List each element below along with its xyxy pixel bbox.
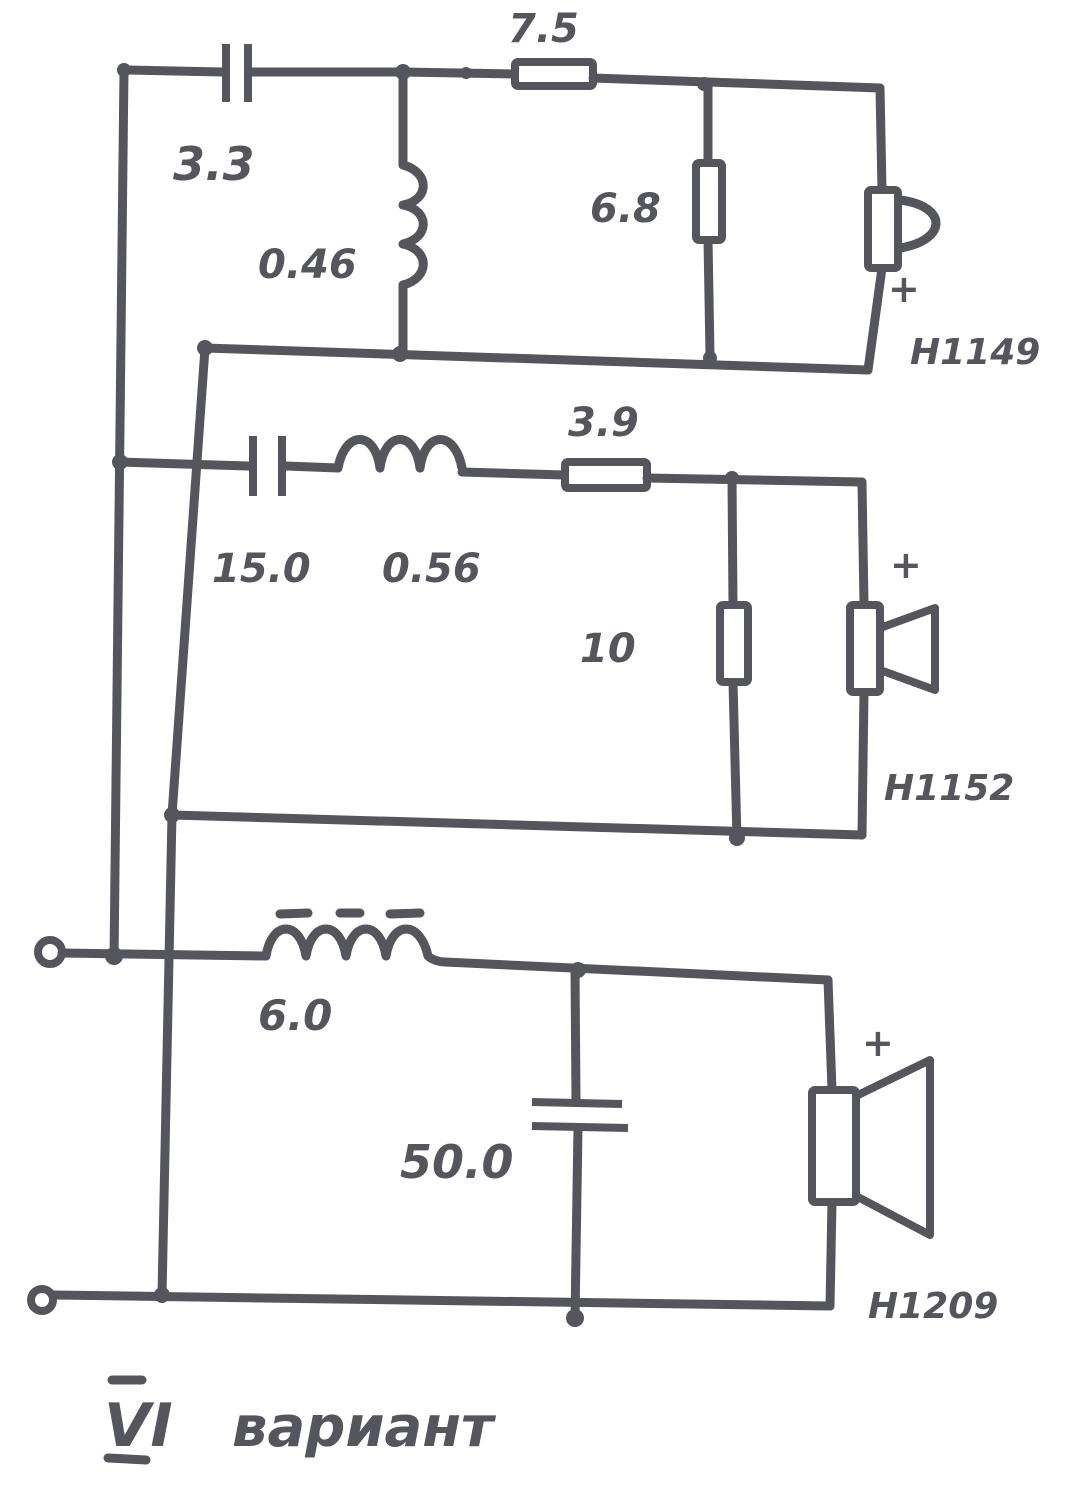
label-l-bottom: 6.0 xyxy=(258,991,332,1040)
node-mid-return xyxy=(164,807,180,823)
label-c-top: 3.3 xyxy=(173,137,255,191)
mid-coil-to-resistor-wire xyxy=(457,467,570,480)
inductor-6-0-coil xyxy=(261,924,450,967)
label-c-bottom: 50.0 xyxy=(400,1135,514,1189)
woofer-speaker-coil xyxy=(808,1086,860,1206)
tweeter-speaker-dome xyxy=(895,195,941,253)
label-l-mid: 0.56 xyxy=(382,546,481,592)
tweeter-top-wire xyxy=(588,73,885,93)
node-tweeter-return-right xyxy=(703,351,717,365)
node-woofer-return-right xyxy=(566,1309,584,1327)
woofer-top-wire xyxy=(440,957,833,985)
resistor-10-leads xyxy=(727,473,742,845)
woofer-speaker-cone xyxy=(852,1056,934,1239)
resistor-6-8-leads xyxy=(703,79,715,360)
label-c-mid: 15.0 xyxy=(212,546,311,592)
tweeter-polarity: + xyxy=(888,267,920,311)
inductor-0-56-coil xyxy=(333,435,467,473)
label-r-top-shunt: 6.8 xyxy=(590,186,661,232)
resistor-6-8 xyxy=(692,159,726,244)
return-bus-lower-wire xyxy=(157,810,177,1300)
node-tweeter-return-mid xyxy=(392,346,408,362)
input-terminal-negative[interactable] xyxy=(27,1285,57,1315)
tweeter-input-wire xyxy=(119,65,227,77)
woofer-return-wire xyxy=(49,1290,835,1311)
resistor-3-9 xyxy=(561,458,651,492)
tweeter-model: H1149 xyxy=(910,332,1040,373)
capacitor-50-0-leads xyxy=(570,965,583,1323)
caption-underline xyxy=(103,1453,151,1465)
label-r-top-series: 7.5 xyxy=(508,6,579,52)
capacitor-50-0-plate-top xyxy=(531,1098,623,1108)
caption-variant-number: VI xyxy=(104,1391,173,1461)
mid-return-wire xyxy=(167,810,867,840)
resistor-10 xyxy=(716,601,752,686)
midrange-model: H1152 xyxy=(884,768,1014,809)
label-l-top-shunt: 0.46 xyxy=(258,242,357,288)
tweeter-series-wire xyxy=(398,67,520,79)
node-mid-shunt xyxy=(725,471,739,485)
woofer-model: H1209 xyxy=(868,1286,998,1327)
tweeter-speaker-coil xyxy=(864,186,902,272)
inductor-6-0-core-dashes xyxy=(275,908,425,919)
return-bus-upper-wire xyxy=(167,343,210,820)
label-r-mid-shunt: 10 xyxy=(580,626,636,672)
node-tweeter-shunt xyxy=(697,77,711,91)
mid-input-wire xyxy=(115,457,253,471)
inductor-0-46-coil xyxy=(398,160,428,290)
woofer-input-wire xyxy=(57,948,271,961)
mid-speaker-leads xyxy=(857,477,869,840)
node-woofer-shunt xyxy=(570,962,586,978)
mid-cap-to-coil-wire xyxy=(281,461,343,473)
node-mid-input xyxy=(112,454,128,470)
node-tweeter-return xyxy=(197,340,213,356)
woofer-speaker-leads xyxy=(823,975,837,1311)
caption-word: вариант xyxy=(232,1395,497,1460)
node-mid-return-right xyxy=(729,830,745,846)
node-return-bus-bottom xyxy=(154,1287,170,1303)
tweeter-speaker-leads xyxy=(863,83,887,375)
resistor-7-5 xyxy=(511,58,597,90)
midrange-polarity: + xyxy=(890,543,922,587)
woofer-polarity: + xyxy=(862,1021,894,1065)
midrange-speaker-coil xyxy=(846,601,884,696)
capacitor-50-0-plate-bottom xyxy=(531,1122,629,1132)
positive-bus-wire xyxy=(109,65,129,965)
label-r-mid-series: 3.9 xyxy=(568,400,639,446)
node-tweeter-input xyxy=(117,63,131,77)
node-tweeter-series xyxy=(460,67,472,79)
tweeter-return-wire xyxy=(200,343,873,375)
node-woofer-input xyxy=(105,947,123,965)
node-tweeter-cap xyxy=(395,64,411,80)
midrange-speaker-cone xyxy=(876,604,939,694)
mid-top-wire xyxy=(642,473,867,487)
